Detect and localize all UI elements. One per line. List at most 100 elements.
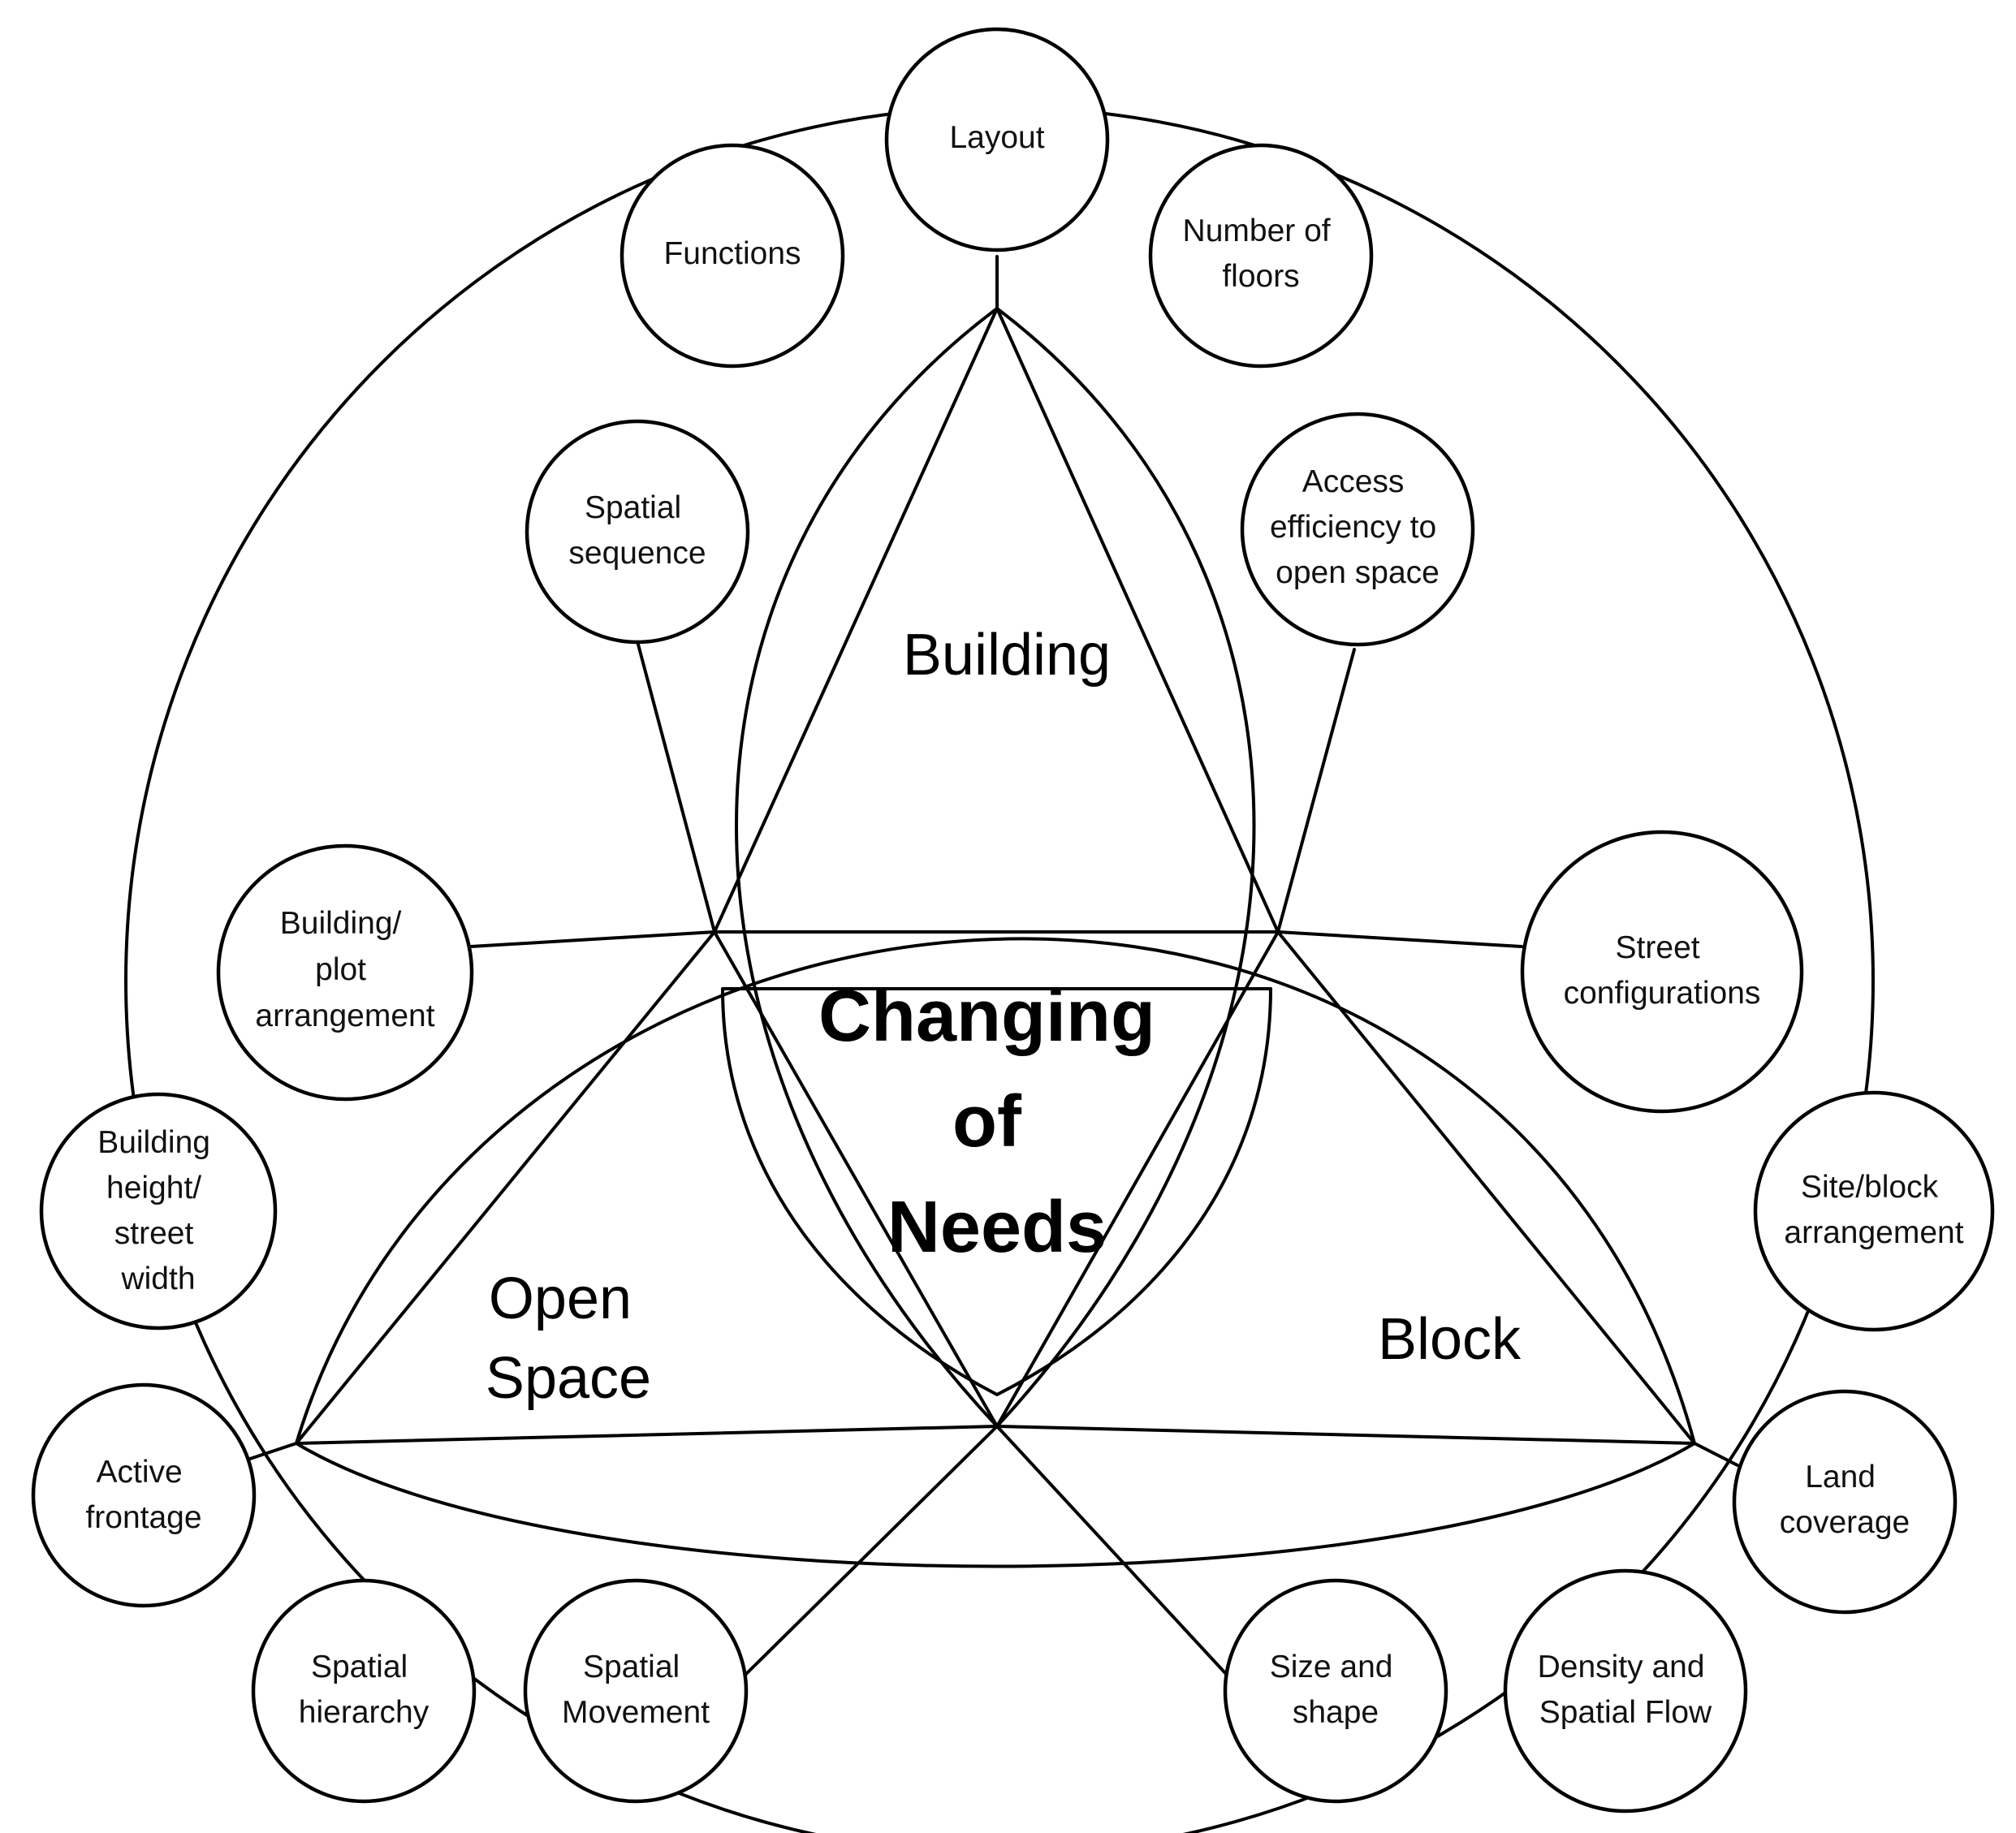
node-building-height-street-width-circle bbox=[39, 1092, 278, 1331]
node-number-of-floors-circle bbox=[1148, 143, 1374, 369]
node-land-coverage-line-2: coverage bbox=[1780, 1505, 1910, 1540]
center-label: Changing of Needs bbox=[818, 976, 1176, 1268]
node-functions: Functions bbox=[619, 143, 845, 369]
horizontal-lens-bottom-arc bbox=[295, 1442, 1696, 1568]
node-access-efficiency-line-1: Access bbox=[1302, 464, 1405, 499]
node-access-efficiency-line-3: open space bbox=[1276, 555, 1440, 590]
node-building-plot-arrangement: Building/ plot arrangement bbox=[216, 843, 474, 1102]
node-street-configurations-circle bbox=[1520, 830, 1804, 1114]
node-street-configurations-label: Street configurations bbox=[1564, 930, 1761, 1011]
node-land-coverage: Land coverage bbox=[1732, 1389, 1958, 1615]
node-number-of-floors-line-1: Number of bbox=[1183, 213, 1331, 248]
center-label-line-2: of bbox=[952, 1081, 1022, 1162]
node-layout-label: Layout bbox=[949, 120, 1044, 155]
node-functions-circle bbox=[619, 143, 845, 369]
node-density-spatial-flow: Density and Spatial Flow bbox=[1503, 1568, 1748, 1814]
node-size-and-shape-label: Size and shape bbox=[1270, 1650, 1402, 1730]
node-spatial-sequence-circle bbox=[525, 419, 750, 645]
node-land-coverage-line-1: Land bbox=[1805, 1460, 1876, 1494]
node-spatial-movement-circle bbox=[523, 1578, 749, 1804]
building-label: Building bbox=[903, 623, 1111, 688]
node-density-spatial-flow-label: Density and Spatial Flow bbox=[1538, 1650, 1714, 1730]
block-label-line: Block bbox=[1378, 1307, 1522, 1372]
node-spatial-sequence-line-2: sequence bbox=[568, 536, 706, 571]
node-site-block-arrangement-label: Site/block arrangement bbox=[1784, 1170, 1963, 1250]
node-spatial-movement-label: Spatial Movement bbox=[562, 1650, 710, 1730]
center-shield-outline bbox=[721, 987, 1272, 1396]
node-spatial-movement-line-1: Spatial bbox=[583, 1650, 680, 1684]
node-access-efficiency-circle bbox=[1240, 412, 1475, 647]
building-triangle bbox=[713, 307, 1280, 934]
node-size-and-shape: Size and shape bbox=[1223, 1578, 1448, 1804]
node-layout: Layout bbox=[884, 27, 1110, 252]
connector-left-spatial-sequence bbox=[636, 640, 716, 934]
node-building-plot-arrangement-circle bbox=[216, 843, 474, 1102]
node-building-plot-arrangement-line-3: arrangement bbox=[255, 998, 434, 1033]
node-size-and-shape-circle bbox=[1223, 1578, 1448, 1804]
node-size-and-shape-line-2: shape bbox=[1293, 1695, 1379, 1730]
node-density-spatial-flow-circle bbox=[1503, 1568, 1748, 1814]
node-spatial-sequence-line-1: Spatial bbox=[585, 490, 681, 525]
node-spatial-hierarchy-label: Spatial hierarchy bbox=[299, 1650, 430, 1730]
node-building-plot-arrangement-label: Building/ plot arrangement bbox=[255, 906, 434, 1033]
connector-left-building-plot bbox=[469, 930, 716, 948]
node-active-frontage-line-1: Active bbox=[96, 1455, 182, 1490]
node-density-spatial-flow-line-1: Density and bbox=[1538, 1650, 1705, 1684]
connector-bottom-spatial-movement bbox=[741, 1425, 999, 1679]
connector-right-land-coverage bbox=[1693, 1442, 1739, 1467]
node-size-and-shape-line-1: Size and bbox=[1270, 1650, 1393, 1684]
node-spatial-movement-line-2: Movement bbox=[562, 1695, 710, 1730]
node-building-height-street-width-line-1: Building bbox=[97, 1125, 210, 1160]
node-spatial-sequence: Spatial sequence bbox=[525, 419, 750, 645]
building-lens-left-arc bbox=[735, 307, 999, 1428]
node-street-configurations-line-2: configurations bbox=[1564, 976, 1761, 1011]
node-site-block-arrangement-circle bbox=[1753, 1090, 1995, 1332]
node-building-plot-arrangement-line-2: plot bbox=[315, 952, 366, 987]
horizontal-lens-top-arc bbox=[295, 937, 1696, 1445]
node-density-spatial-flow-line-2: Spatial Flow bbox=[1539, 1695, 1712, 1730]
node-street-configurations-line-1: Street bbox=[1616, 930, 1700, 965]
node-site-block-arrangement-line-2: arrangement bbox=[1784, 1215, 1963, 1250]
node-number-of-floors-line-2: floors bbox=[1222, 259, 1299, 294]
node-building-height-street-width-line-3: street bbox=[114, 1216, 194, 1251]
region-labels: Building Open Space Block bbox=[486, 623, 1522, 1411]
node-site-block-arrangement: Site/block arrangement bbox=[1753, 1090, 1995, 1332]
node-layout-circle bbox=[884, 27, 1110, 252]
node-spatial-hierarchy-circle bbox=[251, 1578, 477, 1804]
node-number-of-floors-label: Number of floors bbox=[1183, 213, 1340, 294]
node-active-frontage-line-2: frontage bbox=[85, 1500, 201, 1535]
node-access-efficiency: Access efficiency to open space bbox=[1240, 412, 1475, 647]
node-spatial-hierarchy-line-1: Spatial bbox=[311, 1650, 408, 1684]
node-street-configurations: Street configurations bbox=[1520, 830, 1804, 1114]
center-label-line-3: Needs bbox=[887, 1187, 1107, 1268]
block-label: Block bbox=[1378, 1307, 1522, 1372]
node-access-efficiency-label: Access efficiency to open space bbox=[1270, 464, 1445, 590]
node-spatial-sequence-label: Spatial sequence bbox=[568, 490, 706, 571]
node-land-coverage-label: Land coverage bbox=[1780, 1460, 1910, 1540]
building-lens-right-arc bbox=[995, 307, 1256, 1428]
node-spatial-hierarchy-line-2: hierarchy bbox=[299, 1695, 430, 1730]
open-space-label-line-1: Open bbox=[489, 1266, 632, 1331]
node-building-height-street-width-line-2: height/ bbox=[106, 1171, 201, 1205]
triangles bbox=[295, 307, 1696, 1445]
node-active-frontage-circle bbox=[31, 1382, 257, 1608]
connector-left-active-frontage bbox=[246, 1442, 298, 1461]
node-access-efficiency-line-2: efficiency to bbox=[1270, 510, 1436, 545]
lens-arcs bbox=[295, 307, 1696, 1568]
node-building-height-street-width-line-4: width bbox=[120, 1262, 195, 1296]
open-space-label-line-2: Space bbox=[486, 1346, 651, 1411]
node-layout-line-1: Layout bbox=[949, 120, 1044, 155]
node-building-height-street-width: Building height/ street width bbox=[39, 1092, 278, 1331]
node-active-frontage-label: Active frontage bbox=[85, 1455, 201, 1535]
node-functions-line-1: Functions bbox=[663, 236, 801, 271]
node-spatial-movement: Spatial Movement bbox=[523, 1578, 749, 1804]
building-label-line: Building bbox=[903, 623, 1111, 688]
connector-lines bbox=[246, 255, 1739, 1679]
node-building-plot-arrangement-line-1: Building/ bbox=[280, 906, 402, 941]
node-building-height-street-width-label: Building height/ street width bbox=[97, 1125, 219, 1296]
connector-right-street-config bbox=[1276, 930, 1523, 948]
open-space-label: Open Space bbox=[486, 1266, 651, 1411]
node-functions-label: Functions bbox=[663, 236, 801, 271]
block-triangle bbox=[995, 930, 1696, 1445]
